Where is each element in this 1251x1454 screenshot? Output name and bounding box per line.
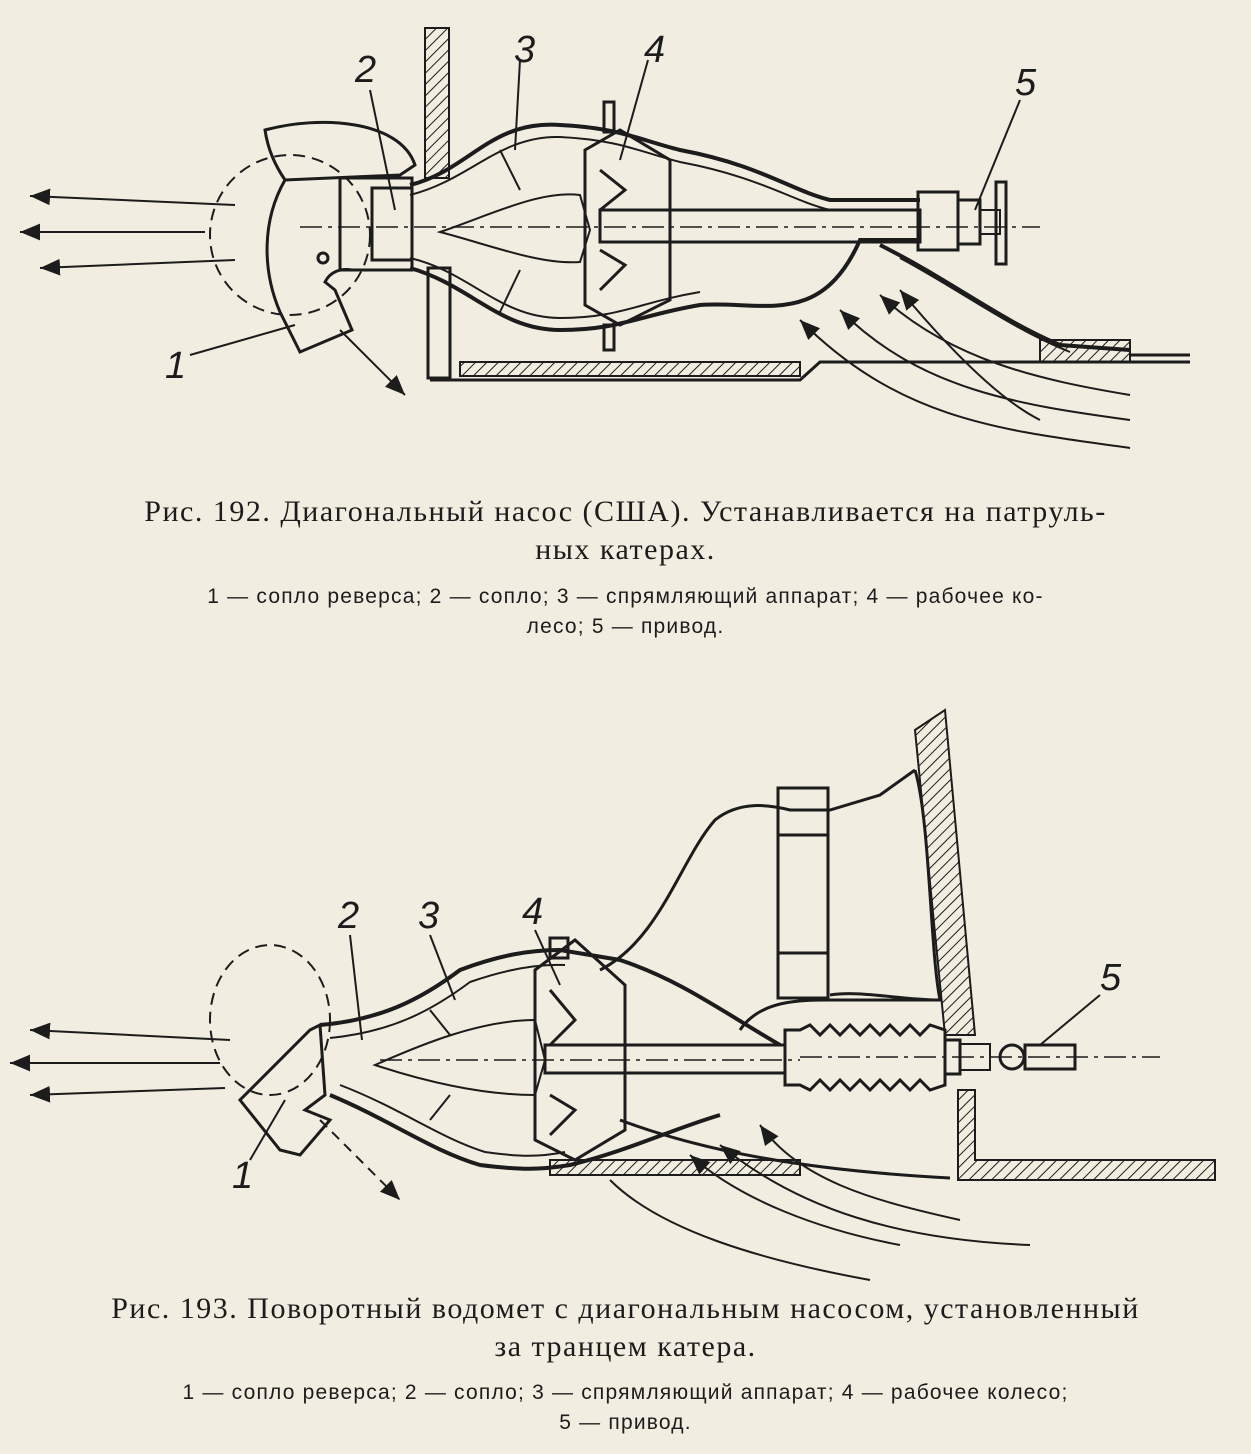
pump-housing [319, 947, 951, 1180]
figure-192-drawing: 1 2 3 4 5 [0, 0, 1251, 490]
part-label-1: 1 [232, 1155, 253, 1197]
reverse-nozzle [209, 120, 417, 354]
part-label-4: 4 [644, 29, 665, 71]
flow-arrows [10, 1022, 1031, 1281]
nozzle [338, 176, 414, 272]
impeller [583, 100, 672, 352]
flow-arrows [20, 188, 1131, 449]
part-label-1: 1 [165, 345, 186, 387]
callout-lines [189, 59, 1021, 356]
figure-192-legend-line2: лесо; 5 — привод. [526, 615, 725, 638]
part-label-5: 5 [1100, 957, 1122, 999]
figure-192-legend: 1 — сопло реверса; 2 — сопло; 3 — спрямл… [0, 582, 1251, 642]
figure-193-legend-line1: 1 — сопло реверса; 2 — сопло; 3 — спрямл… [182, 1381, 1069, 1404]
figure-193-legend-line2: 5 — привод. [559, 1411, 692, 1434]
figure-192-caption-line2: ных катерах. [535, 533, 716, 566]
part-label-2: 2 [337, 895, 359, 937]
figure-192-caption: Рис. 192. Диагональный насос (США). Уста… [0, 493, 1251, 569]
impeller [533, 936, 627, 1162]
figure-192-caption-line1: Рис. 192. Диагональный насос (США). Уста… [144, 495, 1107, 528]
figure-192-legend-line1: 1 — сопло реверса; 2 — сопло; 3 — спрямл… [207, 585, 1044, 608]
figure-193-legend: 1 — сопло реверса; 2 — сопло; 3 — спрямл… [0, 1378, 1251, 1438]
shaft [300, 180, 1040, 266]
figure-193-drawing: 1 2 3 4 5 [0, 700, 1251, 1300]
figure-193-caption-line1: Рис. 193. Поворотный водомет с диагональ… [111, 1292, 1140, 1325]
part-label-3: 3 [514, 29, 535, 71]
mount-bracket [599, 768, 942, 1031]
straightener [436, 149, 592, 313]
figure-193-caption-line2: за транцем катера. [494, 1330, 757, 1363]
part-label-5: 5 [1015, 62, 1037, 104]
reverse-nozzle [209, 944, 333, 1157]
callout-lines [249, 929, 1101, 1161]
shaft [380, 1022, 1160, 1093]
part-label-2: 2 [354, 49, 376, 91]
straightener [372, 1009, 547, 1121]
figure-193-caption: Рис. 193. Поворотный водомет с диагональ… [0, 1290, 1251, 1366]
transom-wall [913, 708, 1216, 1181]
part-label-4: 4 [522, 891, 543, 933]
part-label-3: 3 [418, 895, 439, 937]
